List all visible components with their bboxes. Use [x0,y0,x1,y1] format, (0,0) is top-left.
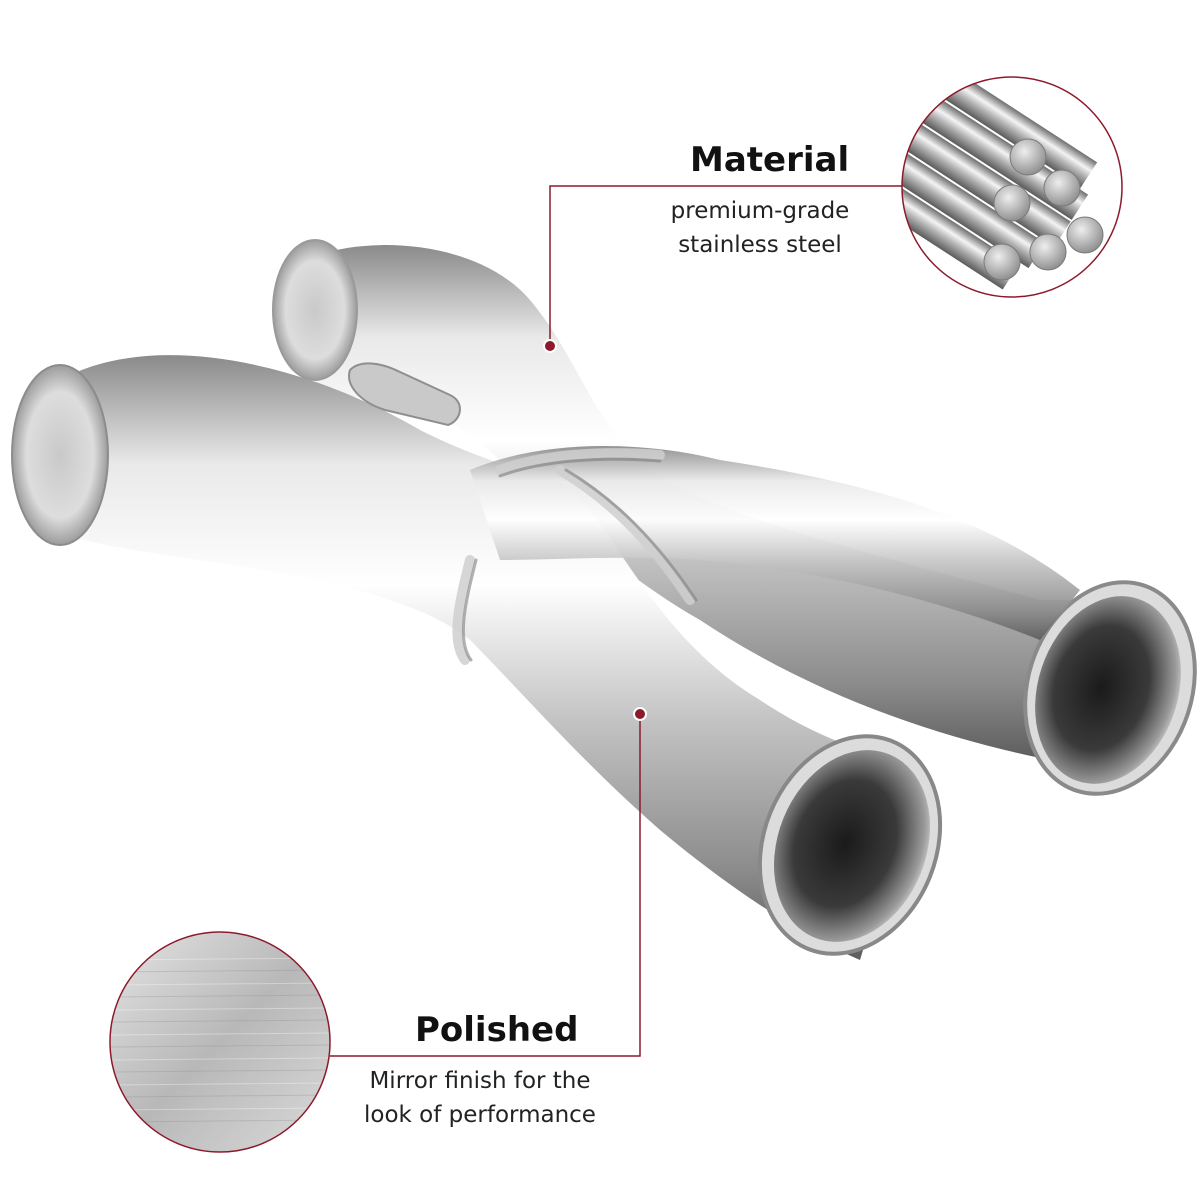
material-description-line: stainless steel [678,232,842,258]
x-pipe-illustration [11,239,1197,960]
weld-bead-shadow [461,457,698,662]
material-leader-line [549,185,902,346]
mounting-tab [348,362,461,427]
polished-marker-dot [633,707,647,721]
polished-description-line: look of performance [364,1102,596,1128]
polished-leader-line [330,714,641,1057]
front-pipe-body [30,355,920,960]
material-description-line: premium-grade [670,198,850,224]
polished-description-line: Mirror finish for the [369,1068,591,1094]
steel-rods-icon [901,76,1123,298]
brushed-metal-icon [109,931,331,1153]
material-title: Material [690,140,850,180]
front-lower-bore [774,750,930,942]
polished-description: Mirror finish for the look of performanc… [345,1064,615,1132]
rear-lower-bore [1035,596,1181,784]
material-description: premium-grade stainless steel [650,194,870,262]
polished-title: Polished [415,1010,579,1050]
callout-lines [330,185,902,1057]
material-marker-dot [543,339,557,353]
front-left-opening [11,364,109,546]
upper-cross-pipe [470,446,1080,640]
rear-upper-opening [272,239,358,381]
weld-bead [452,448,695,665]
